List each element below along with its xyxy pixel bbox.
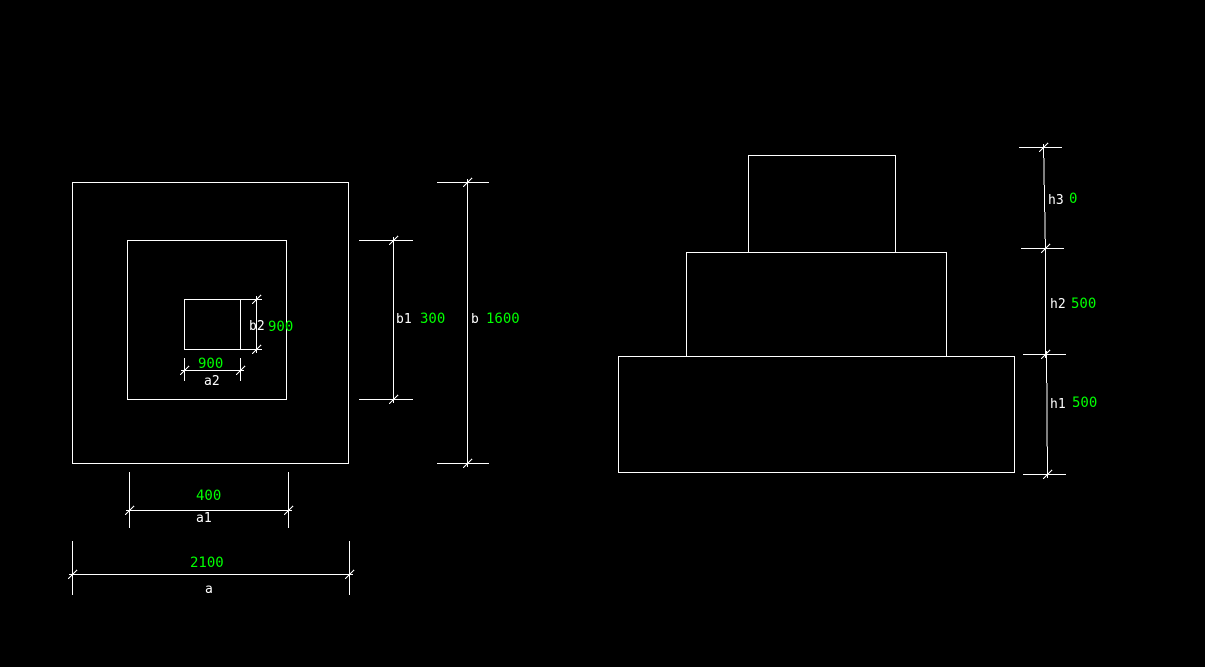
dim-h3: h3 0 (1019, 142, 1077, 254)
dim-h2-label: h2 (1050, 297, 1066, 312)
dim-b: b 1600 (437, 177, 520, 469)
elevation-base (618, 356, 1015, 473)
elevation-middle-step (686, 252, 947, 356)
dim-h2: h2 500 (1023, 245, 1096, 360)
dim-h3-label: h3 (1048, 193, 1064, 208)
dim-a: 2100 a (67, 541, 355, 597)
plan-outer-rect (72, 182, 349, 464)
dim-b2-value: 900 (268, 319, 293, 335)
dim-b-value: 1600 (486, 311, 520, 327)
dim-b1-value: 300 (420, 311, 445, 327)
dim-b2: b2 900 (240, 294, 293, 355)
dim-h3-value: 0 (1069, 191, 1077, 207)
dim-b-label: b (471, 312, 479, 327)
dim-b1-label: b1 (396, 312, 412, 327)
plan-column-rect (184, 299, 241, 350)
plan-view: b2 900 900 a2 b1 300 (67, 177, 520, 597)
dim-b2-label: b2 (249, 319, 265, 334)
dim-a2-value: 900 (198, 356, 223, 372)
dim-a2: 900 a2 (179, 356, 246, 389)
dim-h1-value: 500 (1072, 395, 1097, 411)
dim-h1-label: h1 (1050, 397, 1066, 412)
plan-middle-rect (127, 240, 287, 400)
dim-a1-label: a1 (196, 511, 212, 526)
dim-h1: h1 500 (1023, 350, 1097, 480)
dim-a-label: a (205, 582, 213, 597)
dim-a-value: 2100 (190, 555, 224, 571)
dim-a1-value: 400 (196, 488, 221, 504)
elevation-view: h3 0 h2 500 h1 500 (618, 142, 1097, 480)
dim-a1: 400 a1 (124, 472, 294, 528)
elevation-top-step (748, 155, 896, 252)
dim-a2-label: a2 (204, 374, 220, 389)
dim-h2-value: 500 (1071, 296, 1096, 312)
dim-b1: b1 300 (359, 235, 445, 405)
